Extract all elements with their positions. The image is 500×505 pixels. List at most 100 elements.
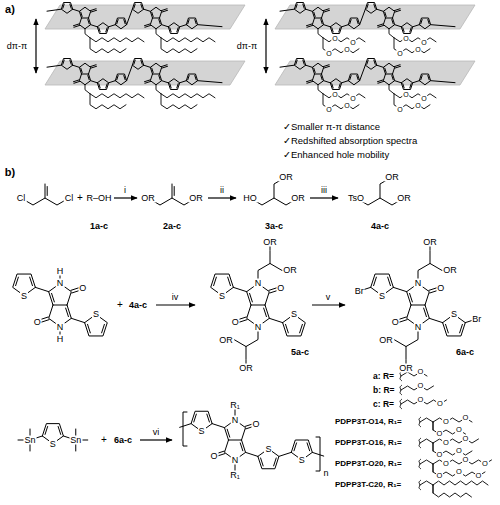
atom-label: OR — [396, 194, 412, 203]
bond-line — [307, 25, 313, 27]
bond-line — [300, 324, 303, 333]
bond-line — [332, 84, 333, 88]
atom-label: O — [436, 472, 444, 480]
bond-line — [433, 439, 479, 443]
atom-label: OR — [262, 238, 278, 247]
bond-line — [168, 79, 179, 90]
step-label: iii — [320, 186, 328, 195]
bond-line — [127, 65, 133, 80]
bond-line — [63, 60, 64, 64]
atom-label: O — [331, 34, 338, 41]
bond-line — [195, 76, 196, 80]
bond-line — [323, 65, 329, 67]
atom-label: TsO — [347, 194, 365, 203]
bond-line — [88, 76, 89, 80]
atom-label: O — [209, 451, 218, 460]
bond-line — [421, 76, 422, 80]
bond-line — [306, 65, 313, 67]
bond-line — [132, 3, 143, 14]
bond-line — [177, 28, 178, 32]
atom-label: OR — [384, 173, 400, 182]
bond-line — [82, 18, 89, 19]
bond-line — [124, 76, 125, 80]
bond-line — [332, 28, 333, 32]
atom-label: H — [56, 335, 65, 344]
bond-line — [35, 287, 48, 291]
atom-label: O — [462, 456, 470, 464]
bond-line — [161, 94, 215, 98]
bond-line — [150, 74, 161, 85]
bond-line — [74, 25, 80, 27]
polymer-name: PDPP3T-O14, R₁= — [334, 418, 403, 426]
bond-line — [228, 277, 231, 286]
bond-line — [150, 7, 161, 18]
bond-line — [403, 84, 404, 88]
bond-line — [424, 308, 427, 317]
bond-line — [180, 81, 187, 83]
bond-line — [141, 4, 142, 8]
bond-line — [170, 84, 171, 88]
benefit-note: ✓Redshifted absorption spectra — [282, 136, 418, 146]
compound-number: 5a-c — [290, 348, 310, 357]
bond-line — [161, 38, 197, 53]
bond-line — [446, 324, 449, 333]
bond-line — [132, 59, 143, 70]
substituent-name: c: R= — [372, 400, 395, 409]
bond-line — [377, 65, 384, 67]
panel-label: a) — [4, 4, 16, 15]
bond-line — [307, 81, 313, 83]
bond-line — [386, 74, 393, 75]
atom-label: O — [276, 284, 285, 293]
bond-line — [134, 4, 135, 8]
bond-line — [294, 59, 305, 70]
bond-line — [117, 20, 118, 24]
bond-line — [395, 81, 402, 83]
bond-line — [330, 79, 341, 90]
distance-arrow — [35, 19, 36, 73]
step-label: ii — [219, 186, 225, 195]
bond-line — [401, 23, 412, 34]
bond-line — [152, 68, 153, 72]
atom-label: R₁ — [229, 401, 241, 410]
compound-number: 4a-c — [128, 301, 148, 310]
bond-line — [90, 38, 144, 42]
bond-line — [386, 18, 393, 19]
atom-label: O — [462, 414, 470, 422]
atom-label: S — [450, 310, 458, 319]
bond-line — [321, 20, 322, 24]
atom-label: O — [442, 418, 450, 426]
bond-line — [214, 277, 217, 286]
atom-label: OR — [282, 266, 298, 275]
compound-number: 6a-c — [113, 436, 133, 445]
bond-line — [410, 28, 411, 32]
bond-line — [79, 74, 90, 85]
atom-label: HO — [242, 194, 258, 203]
bond-line — [79, 7, 90, 18]
bond-line — [318, 85, 323, 94]
atom-label: O — [331, 90, 338, 97]
bond-line — [394, 38, 436, 42]
bond-line — [124, 20, 125, 24]
compound-number: 4a-c — [370, 222, 390, 231]
bond-line — [286, 324, 289, 333]
bond-line — [429, 318, 442, 322]
bond-line — [159, 76, 160, 80]
bond-line — [431, 81, 455, 83]
bond-line — [79, 18, 90, 29]
atom-label: O — [349, 38, 356, 45]
atom-label: O — [455, 447, 463, 455]
distance-label: dπ-π — [6, 42, 28, 51]
bond-line — [401, 79, 412, 90]
bond-line — [90, 94, 126, 109]
atom-label: OR — [278, 173, 294, 182]
bond-line — [342, 25, 349, 27]
bond-line — [324, 81, 331, 83]
bond-line — [229, 440, 242, 441]
bond-line — [109, 81, 116, 83]
bond-line — [61, 59, 72, 70]
bond-line — [312, 18, 323, 29]
atom-label: S — [20, 291, 28, 300]
bond-line — [150, 18, 161, 29]
reaction-arrow — [140, 439, 172, 440]
bond-line — [264, 308, 267, 317]
